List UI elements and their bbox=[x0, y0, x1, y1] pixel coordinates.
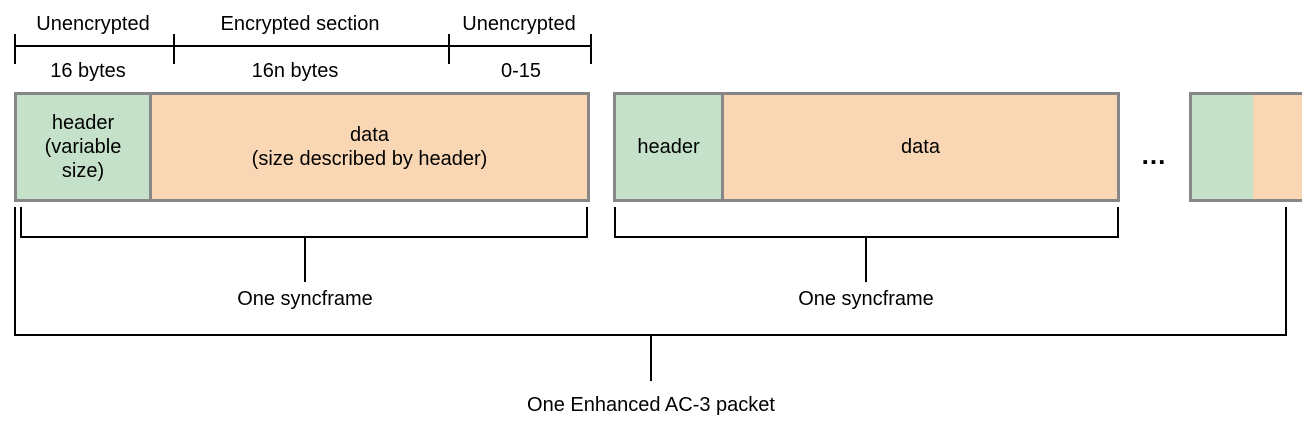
unencrypted-trailing-label: Unencrypted bbox=[462, 13, 576, 35]
ellipsis: ... bbox=[1141, 140, 1167, 170]
frame1-header-text: header (variable size) bbox=[44, 112, 122, 182]
packet-bracket bbox=[14, 207, 1287, 336]
trailing-size-label: 0-15 bbox=[500, 60, 542, 82]
syncframe-bracket bbox=[20, 207, 588, 238]
syncframe-label-2: One syncframe bbox=[798, 288, 934, 310]
frame1-header-block: header (variable size) bbox=[14, 92, 152, 202]
syncframe-bracket bbox=[614, 207, 1119, 238]
packet-label: One Enhanced AC-3 packet bbox=[527, 394, 775, 416]
frame2-header-block: header bbox=[613, 92, 724, 202]
header-size-label: 16 bytes bbox=[50, 60, 126, 82]
encrypted-section-label: Encrypted section bbox=[220, 13, 380, 35]
frame2-header-text: header bbox=[637, 136, 700, 158]
frame3-data-block-partial bbox=[1253, 92, 1302, 202]
frame2-data-text: data bbox=[901, 136, 940, 158]
frame1-data-text: data (size described by header) bbox=[251, 124, 488, 170]
encrypted-size-label: 16n bytes bbox=[251, 60, 339, 82]
frame2-data-block: data bbox=[721, 92, 1120, 202]
frame3-header-block-partial bbox=[1189, 92, 1256, 202]
frame1-data-block: data (size described by header) bbox=[149, 92, 590, 202]
unencrypted-header-label: Unencrypted bbox=[36, 13, 150, 35]
syncframe-label-1: One syncframe bbox=[237, 288, 373, 310]
